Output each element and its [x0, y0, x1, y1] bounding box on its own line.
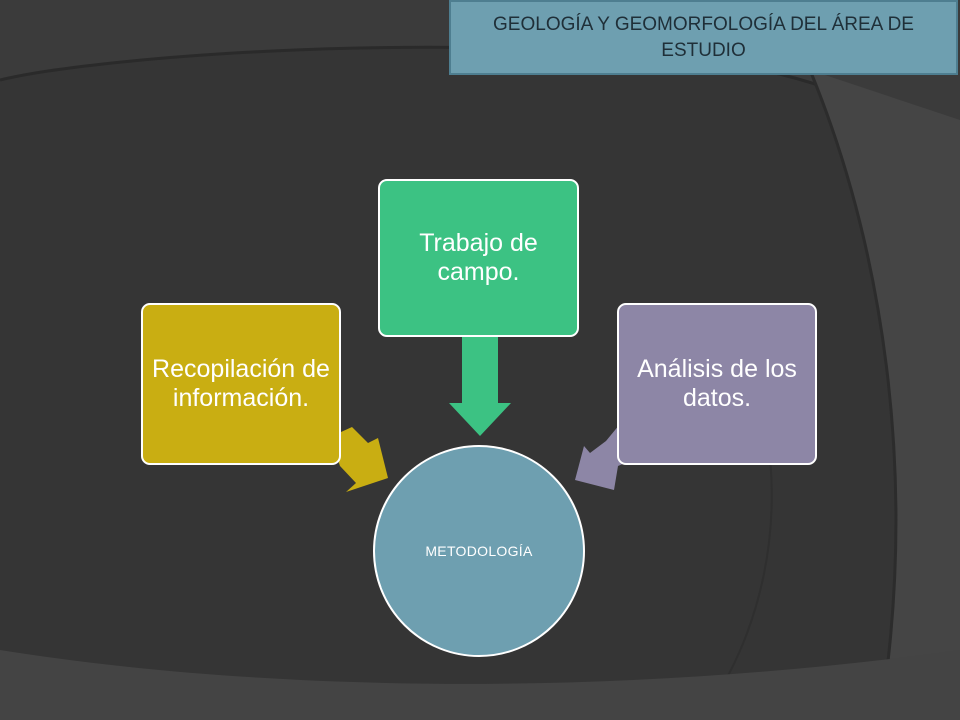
node-label: Análisis de los datos.	[637, 355, 797, 412]
arrow-top	[449, 337, 511, 436]
node-label: Trabajo de campo.	[419, 229, 538, 286]
hub-label: METODOLOGÍA	[425, 543, 533, 559]
hub-metodologia: METODOLOGÍA	[373, 445, 585, 657]
arrow-left	[330, 427, 388, 492]
node-label: Recopilación de información.	[152, 355, 330, 412]
title-box: GEOLOGÍA Y GEOMORFOLOGÍA DEL ÁREA DE EST…	[449, 0, 958, 75]
node-analisis: Análisis de los datos.	[617, 303, 817, 465]
slide-title: GEOLOGÍA Y GEOMORFOLOGÍA DEL ÁREA DE EST…	[493, 13, 914, 61]
node-recopilacion: Recopilación de información.	[141, 303, 341, 465]
node-trabajo-campo: Trabajo de campo.	[378, 179, 579, 337]
